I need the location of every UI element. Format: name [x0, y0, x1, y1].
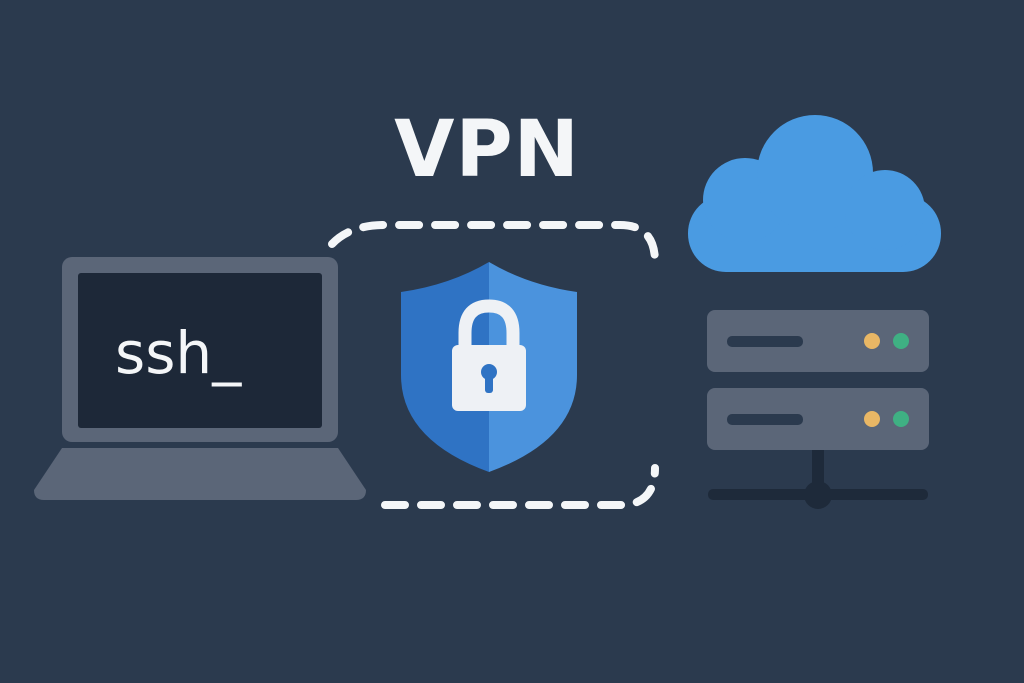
lock-icon — [452, 299, 526, 411]
server-slot-bottom — [727, 414, 803, 425]
server-led-yellow-bottom — [864, 411, 880, 427]
server-slot-top — [727, 336, 803, 347]
server-led-yellow-top — [864, 333, 880, 349]
server-network-node — [804, 481, 832, 509]
server-stem — [812, 450, 824, 490]
laptop-base — [34, 448, 366, 500]
terminal-command-text: ssh_ — [115, 319, 242, 387]
server-unit-bottom — [707, 388, 929, 450]
vpn-tunnel — [328, 221, 659, 509]
server-unit-top — [707, 310, 929, 372]
laptop-icon — [34, 257, 366, 500]
tunnel-bottom — [381, 464, 659, 509]
server-led-green-top — [893, 333, 909, 349]
cloud-icon — [688, 115, 941, 272]
server-led-green-bottom — [893, 411, 909, 427]
cloud-puff-right — [845, 170, 925, 250]
vpn-title: VPN — [394, 105, 580, 195]
cloud-puff-center — [757, 115, 873, 231]
tunnel-top — [328, 221, 659, 266]
lock-keyhole-slot — [485, 372, 493, 393]
server-icon — [707, 310, 929, 509]
laptop-screen — [78, 273, 322, 428]
lock-shackle — [458, 299, 520, 348]
